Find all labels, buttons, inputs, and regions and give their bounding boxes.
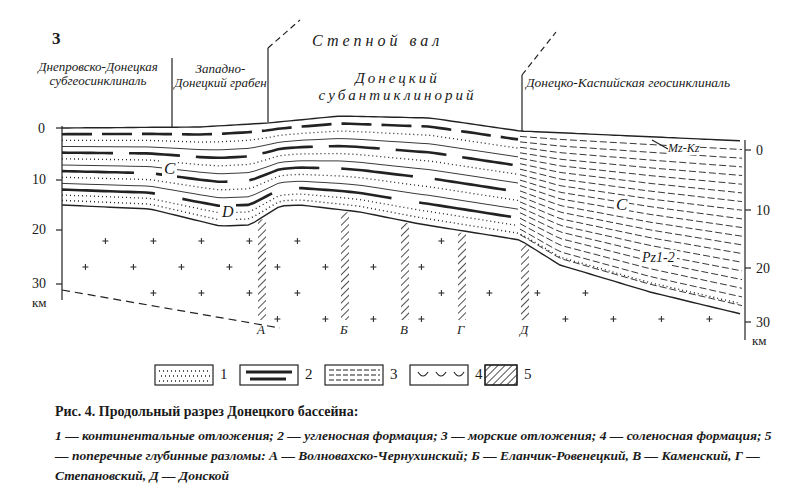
granite-symbol — [610, 316, 616, 322]
depth-tick: 10 — [756, 203, 770, 218]
legend-number: 4 — [475, 366, 483, 383]
granite-symbol — [582, 290, 588, 296]
legend-number: 3 — [390, 366, 398, 383]
figure-number: 3 — [52, 30, 61, 49]
granite-symbol — [322, 316, 328, 322]
depth-tick: 0 — [38, 121, 45, 136]
granite-symbol — [82, 264, 88, 270]
coal-seam — [62, 188, 518, 218]
fault-letter: А — [257, 323, 265, 337]
granite-symbol — [322, 264, 328, 270]
formation-label: C — [162, 160, 177, 179]
continental-layer — [62, 154, 518, 175]
marine-deposits — [520, 142, 742, 158]
granite-symbol — [150, 290, 156, 296]
marine-deposits — [520, 136, 742, 149]
fault-letter: Д — [520, 323, 528, 337]
coal-seam — [62, 124, 518, 140]
figure-caption: Рис. 4. Продольный разрез Донецкого басс… — [55, 404, 775, 419]
structure-name: Степной вал — [312, 32, 472, 50]
granite-symbol — [486, 290, 492, 296]
depth-unit: км — [32, 296, 47, 310]
deep-fault — [341, 212, 349, 320]
granite-symbol — [246, 238, 252, 244]
granite-symbol — [438, 238, 444, 244]
granite-symbol — [294, 290, 300, 296]
granite-symbol — [274, 316, 280, 322]
depth-tick: 0 — [756, 143, 763, 158]
depth-tick: 20 — [756, 261, 770, 276]
continental-layer — [62, 194, 518, 225]
deep-fault — [521, 245, 529, 320]
fault-letter: Б — [340, 323, 348, 337]
legend-number: 1 — [220, 366, 228, 383]
depth-tick: 30 — [32, 276, 46, 291]
continental-layer — [62, 131, 518, 148]
region-name: Западно-Донецкий грабен — [173, 62, 268, 91]
marine-deposits — [520, 229, 742, 297]
marine-deposits — [520, 207, 742, 262]
granite-symbol — [178, 264, 184, 270]
depth-unit: км — [752, 334, 767, 348]
region-name: Днепровско-Донецкая субгеосинклиналь — [24, 60, 172, 89]
formation-label: C — [614, 196, 629, 215]
formation-label: D — [220, 203, 236, 221]
deep-fault — [458, 233, 466, 320]
surface-line — [62, 116, 740, 141]
deep-fault — [258, 219, 266, 320]
granite-symbol — [102, 238, 108, 244]
marine-deposits — [520, 235, 742, 306]
depth-tick: 10 — [32, 172, 46, 187]
continental-layer — [62, 174, 518, 200]
age-label: Mz-Kz — [668, 142, 699, 155]
granite-symbol — [370, 316, 376, 322]
legend-number: 5 — [524, 366, 532, 383]
marine-deposits — [520, 218, 742, 279]
marine-deposits — [520, 147, 742, 167]
granite-symbol — [534, 290, 540, 296]
marine-deposits — [520, 175, 742, 211]
marine-deposits — [520, 213, 742, 271]
granite-symbol — [438, 290, 444, 296]
deep-fault — [401, 223, 409, 320]
marine-deposits — [520, 186, 742, 228]
granite-symbol — [294, 238, 300, 244]
fault-letter: В — [400, 323, 408, 337]
stratum-line — [62, 181, 518, 209]
granite-symbol — [274, 264, 280, 270]
granite-symbol — [246, 290, 252, 296]
region-name: Донецкий субантиклинорий — [285, 70, 510, 103]
marine-deposits — [520, 196, 742, 245]
granite-symbol — [370, 264, 376, 270]
granite-symbol — [198, 238, 204, 244]
granite-symbol — [562, 316, 568, 322]
coal-seam — [62, 146, 518, 166]
granite-symbol — [150, 238, 156, 244]
legend-explanation: 1 — континентальные отложения; 2 — углен… — [55, 426, 775, 486]
marine-deposits — [520, 191, 742, 236]
granite-symbol — [198, 290, 204, 296]
marine-deposits — [520, 202, 742, 254]
legend-number: 2 — [305, 366, 313, 383]
fault-letter: Г — [457, 323, 464, 337]
granite-symbol — [130, 264, 136, 270]
granite-symbol — [706, 316, 712, 322]
depth-tick: 30 — [756, 315, 770, 330]
granite-symbol — [226, 264, 232, 270]
granite-symbol — [418, 316, 424, 322]
marine-deposits — [520, 180, 742, 219]
formation-label: Pz1-2 — [640, 250, 677, 265]
region-name: Донецко-Каспийская геосинклиналь — [526, 76, 741, 91]
granite-symbol — [658, 316, 664, 322]
granite-symbol — [418, 264, 424, 270]
depth-tick: 20 — [32, 222, 46, 237]
